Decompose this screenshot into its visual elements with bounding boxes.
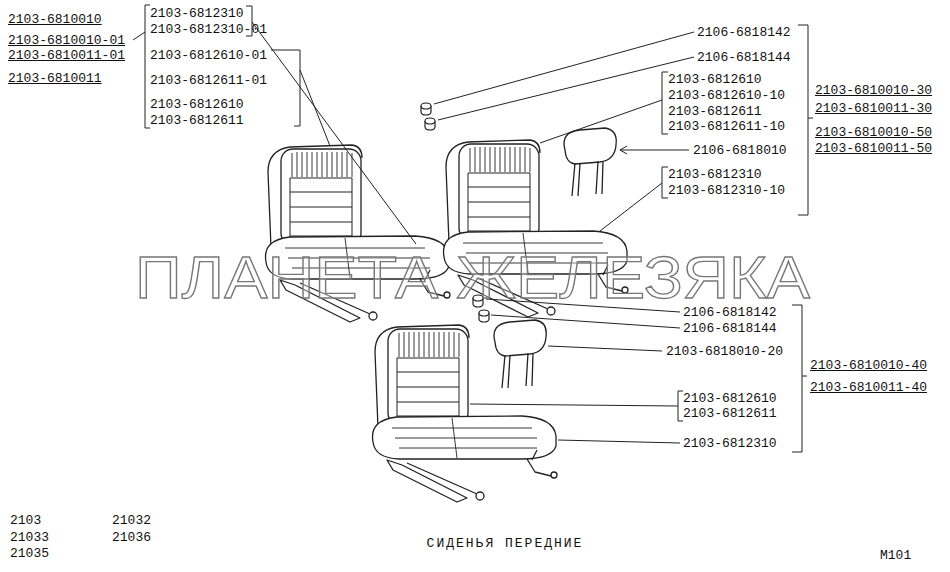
part-number: 2106-6818144: [683, 321, 777, 336]
watermark: ПЛАНЕТА ЖЕЛЕЗЯКА: [135, 248, 810, 308]
bracket: [662, 167, 668, 198]
leader-line: [540, 100, 662, 143]
part-number: 2103-6812611: [668, 104, 762, 119]
leader-line: [600, 183, 662, 231]
leader-line: [300, 70, 330, 146]
leader-line: [438, 57, 694, 120]
part-number: 2106-6818142: [697, 25, 791, 40]
leader-line: [434, 32, 694, 104]
part-number: 2106-6818010: [693, 143, 787, 158]
part-number: 2103-6812610-01: [150, 48, 267, 63]
part-number: 2103-6812611-10: [668, 119, 785, 134]
model-number: 2103-6810010: [8, 12, 102, 27]
vehicle-model: 21033: [10, 530, 49, 545]
part-number: 2106-6818144: [697, 50, 791, 65]
leader-line: [491, 315, 680, 328]
figure-code: М101: [880, 548, 911, 563]
leader-line: [133, 32, 145, 40]
part-number: 2103-6812610: [668, 72, 762, 87]
bracket: [792, 305, 802, 452]
bracket: [678, 391, 683, 421]
vehicle-model: 21035: [10, 546, 49, 561]
part-number: 2103-6812310-10: [668, 183, 785, 198]
vehicle-model: 2103: [10, 513, 41, 528]
part-number: 2103-6812611: [683, 406, 777, 421]
leader-line: [558, 440, 680, 443]
leader-line: [470, 404, 678, 406]
bracket: [808, 118, 813, 119]
bracket: [145, 5, 150, 128]
model-number: 2103-6810011-50: [815, 141, 932, 156]
knob-drawing: [421, 103, 431, 115]
part-number: 2103-6818010-20: [666, 344, 783, 359]
leader-arrow: [620, 146, 689, 154]
model-number: 2103-6810010-50: [815, 125, 932, 140]
part-number: 2103-6812611: [150, 113, 244, 128]
part-number: 2103-6812610: [150, 97, 244, 112]
bracket: [798, 25, 808, 215]
bracket: [271, 50, 300, 126]
brackets-and-leaders: [133, 5, 813, 452]
part-number: 2103-6812611-01: [150, 73, 267, 88]
model-number: 2103-6810011-40: [810, 380, 927, 395]
part-number: 2106-6818142: [683, 305, 777, 320]
model-number: 2103-6810011-01: [8, 48, 125, 63]
model-number: 2103-6810011: [8, 71, 102, 86]
vehicle-model: 21032: [112, 513, 151, 528]
knob-drawing: [425, 118, 435, 130]
model-number: 2103-6810010-01: [8, 33, 125, 48]
model-number: 2103-6810011-30: [815, 101, 932, 116]
part-number: 2103-6812310: [668, 167, 762, 182]
leader-line: [548, 346, 662, 351]
part-number: 2103-6812310: [150, 6, 244, 21]
vehicle-model: 21036: [112, 530, 151, 545]
headrest-drawing: [564, 128, 616, 196]
part-number: 2103-6812610-10: [668, 88, 785, 103]
model-number: 2103-6810010-30: [815, 83, 932, 98]
part-number: 2103-6812610: [683, 391, 777, 406]
part-number: 2103-6812310: [683, 436, 777, 451]
bracket: [662, 72, 668, 134]
headrest-drawing: [494, 320, 546, 388]
model-number: 2103-6810010-40: [810, 358, 927, 373]
leader-line: [252, 22, 416, 244]
part-number: 2103-6812310-01: [150, 22, 267, 37]
figure-caption: СИДЕНЬЯ ПЕРЕДНИЕ: [427, 536, 584, 551]
bracket: [802, 376, 807, 377]
knob-drawing: [479, 310, 489, 322]
